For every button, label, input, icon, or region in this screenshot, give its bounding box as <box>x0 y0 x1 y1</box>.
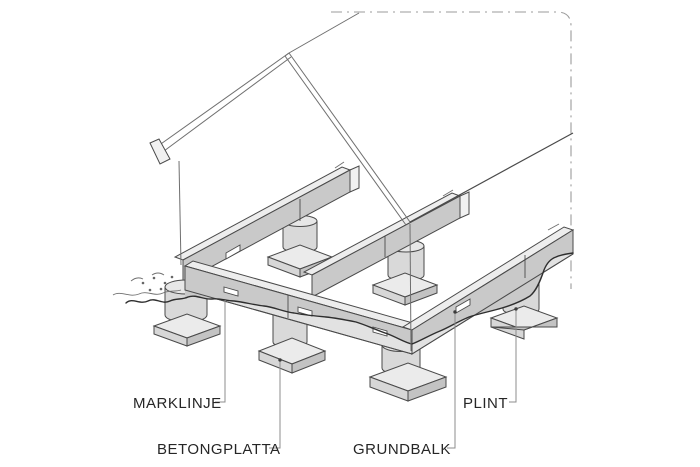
soil-dot <box>141 281 145 285</box>
wall-corners <box>178 160 412 352</box>
label-betongplatta: BETONGPLATTA <box>157 441 281 458</box>
ground-line <box>125 252 574 345</box>
roof <box>149 12 574 226</box>
roof-left-slope-outer <box>157 52 290 147</box>
beam-outline <box>411 229 574 355</box>
beam-end-face <box>349 165 360 193</box>
roof-eave-cap <box>149 138 171 165</box>
leader-lines <box>215 300 518 449</box>
concrete-pad-right <box>186 325 221 347</box>
roof-right-slope-inner <box>284 55 407 226</box>
break-ticks <box>334 161 560 231</box>
vent-hole <box>225 244 241 260</box>
leader-dot-betongplatta <box>278 358 282 362</box>
ground-beam-front-right <box>401 226 575 355</box>
beam-top-face <box>302 192 462 276</box>
leader-plint <box>509 311 517 403</box>
concrete-pad-right <box>404 284 438 306</box>
soil-stroke <box>112 289 182 296</box>
break-tick <box>442 189 454 197</box>
label-grundbalk: GRUNDBALK <box>353 441 451 458</box>
house-cut-outline <box>331 11 572 289</box>
leader-betongplatta <box>269 362 281 449</box>
roof-left-slope-inner <box>163 56 292 152</box>
concrete-pad-right <box>490 317 558 331</box>
cut-line <box>331 11 572 289</box>
leader-marklinje <box>215 300 226 403</box>
leader-dot-plint <box>514 307 518 311</box>
beam-end-face <box>459 191 470 219</box>
label-plint: PLINT <box>463 395 509 412</box>
roof-right-slope-outer <box>288 52 411 223</box>
wall-corner-left <box>178 160 182 266</box>
roof-ridge-line <box>288 12 360 54</box>
soil-stroke <box>151 272 165 276</box>
soil-dot <box>163 281 167 285</box>
ground-scribbles <box>112 272 182 296</box>
soil-stroke <box>130 277 144 282</box>
concrete-pad-right <box>407 376 447 402</box>
beam-top-face <box>173 166 352 261</box>
label-marklinje: MARKLINJE <box>133 395 222 412</box>
soil-dot <box>152 276 156 280</box>
soil-dot <box>170 275 174 279</box>
soil-dot <box>148 288 152 292</box>
break-tick <box>334 161 345 169</box>
break-tick <box>547 223 560 231</box>
roof-peak-edge <box>284 52 290 57</box>
wall-corner-near <box>409 223 412 352</box>
ground-beam-middle <box>302 191 470 298</box>
roof-eave-line <box>409 132 574 223</box>
beam-side-face-above-ground <box>412 230 573 344</box>
vent-hole <box>223 286 239 297</box>
beam-side-face-above-ground <box>185 266 412 344</box>
soil-dot <box>159 287 163 291</box>
leader-dot-grundbalk <box>453 310 457 314</box>
leader-grundbalk <box>447 314 456 449</box>
ground-beam-rear-left <box>173 165 360 283</box>
concrete-pad-right <box>291 350 326 374</box>
